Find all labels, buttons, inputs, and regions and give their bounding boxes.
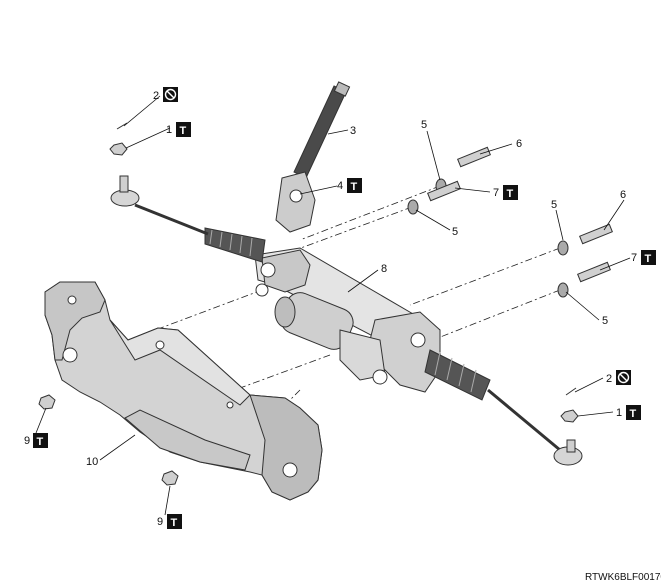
callout-3: 3: [350, 125, 356, 137]
callout-4: 4: [337, 180, 343, 192]
torque-symbol-9-bottom: T: [167, 514, 182, 529]
callout-2-left: 2: [153, 90, 159, 102]
leader-lines: [35, 95, 631, 516]
alignment-lines: [149, 185, 561, 431]
callout-1-right: 1: [616, 407, 622, 419]
nut-1-right: [560, 409, 579, 423]
right-boot-and-tie-rod: [424, 349, 583, 466]
callout-9-left: 9: [24, 435, 30, 447]
callout-9-bottom: 9: [157, 516, 163, 528]
torque-t-9-bottom: T: [171, 517, 178, 529]
steering-gear-assembly: [254, 247, 441, 393]
washer-5-right-lower: [557, 282, 569, 298]
left-boot-and-tie-rod: [110, 175, 266, 263]
callout-labels: 2 1 3 4 5 6 7 5 5 6 7 5 8 2 1 9 10 9: [24, 90, 637, 528]
bolt-9-bottom: [161, 470, 179, 486]
intermediate-shaft: [275, 81, 351, 233]
figure-code: RTWK6BLF001701: [585, 572, 661, 583]
torque-symbol-4: T: [347, 178, 362, 193]
crossmember: [44, 281, 323, 501]
callout-7-upper: 7: [493, 187, 499, 199]
bolt-9-left: [38, 394, 56, 410]
callout-5-upper: 5: [421, 119, 427, 131]
torque-t-7-right: T: [645, 253, 652, 265]
torque-t-4: T: [351, 181, 358, 193]
torque-t-1-left: T: [180, 125, 187, 137]
bolt-6-upper: [457, 146, 491, 168]
callout-2-right: 2: [606, 373, 612, 385]
callout-6-upper: 6: [516, 138, 522, 150]
torque-t-7-upper: T: [507, 188, 514, 200]
callout-1-left: 1: [166, 124, 172, 136]
nut-1-left: [109, 142, 128, 156]
bolt-7-upper: [427, 180, 461, 202]
callout-8: 8: [381, 263, 387, 275]
washer-5-right-upper: [557, 240, 569, 256]
torque-symbol-1-right: T: [626, 405, 641, 420]
torque-t-1-right: T: [630, 408, 637, 420]
torque-symbol-9-left: T: [33, 433, 48, 448]
callout-5-right-upper: 5: [551, 199, 557, 211]
bolt-7-right: [577, 261, 611, 283]
do-not-reuse-symbol-left: [163, 87, 178, 102]
bolt-6-right: [579, 223, 613, 245]
do-not-reuse-symbol-right: [616, 370, 631, 385]
callout-5-right-lower: 5: [602, 315, 608, 327]
cotter-pin-2-right: [565, 387, 577, 396]
callout-6-right: 6: [620, 189, 626, 201]
torque-symbol-7-upper: T: [503, 185, 518, 200]
torque-symbol-7-right: T: [641, 250, 656, 265]
washer-5-lower: [407, 199, 419, 215]
torque-t-9-left: T: [37, 436, 44, 448]
callout-7-right: 7: [631, 252, 637, 264]
callout-5-lower: 5: [452, 226, 458, 238]
cotter-pin-2-left: [116, 122, 128, 130]
callout-10: 10: [86, 456, 98, 468]
torque-symbol-1-left: T: [176, 122, 191, 137]
